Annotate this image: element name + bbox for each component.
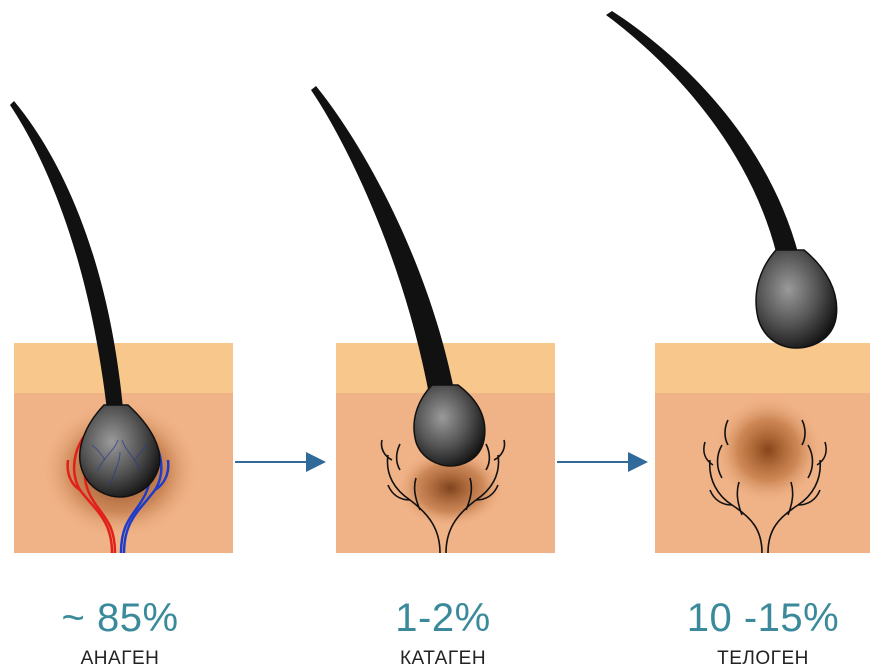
catagen-stage (311, 86, 555, 553)
hair-club-bulb-telogen (756, 250, 837, 348)
telogen-percentage: 10 -15% (643, 596, 872, 640)
hair-shaft-telogen (606, 11, 800, 260)
telogen-name: ТЕЛОГЕН (643, 648, 872, 670)
anagen-stage (10, 101, 233, 553)
stage-label-telogen: 10 -15% ТЕЛОГЕН (643, 596, 872, 670)
catagen-percentage: 1-2% (323, 596, 563, 640)
stage-label-catagen: 1-2% КАТАГЕН (323, 596, 563, 670)
stage-label-anagen: ~ 85% АНАГЕН (0, 596, 240, 670)
anagen-percentage: ~ 85% (0, 596, 240, 640)
skin-block-telogen (655, 343, 870, 553)
telogen-stage (606, 11, 870, 553)
catagen-name: КАТАГЕН (323, 648, 563, 670)
anagen-name: АНАГЕН (0, 648, 240, 670)
